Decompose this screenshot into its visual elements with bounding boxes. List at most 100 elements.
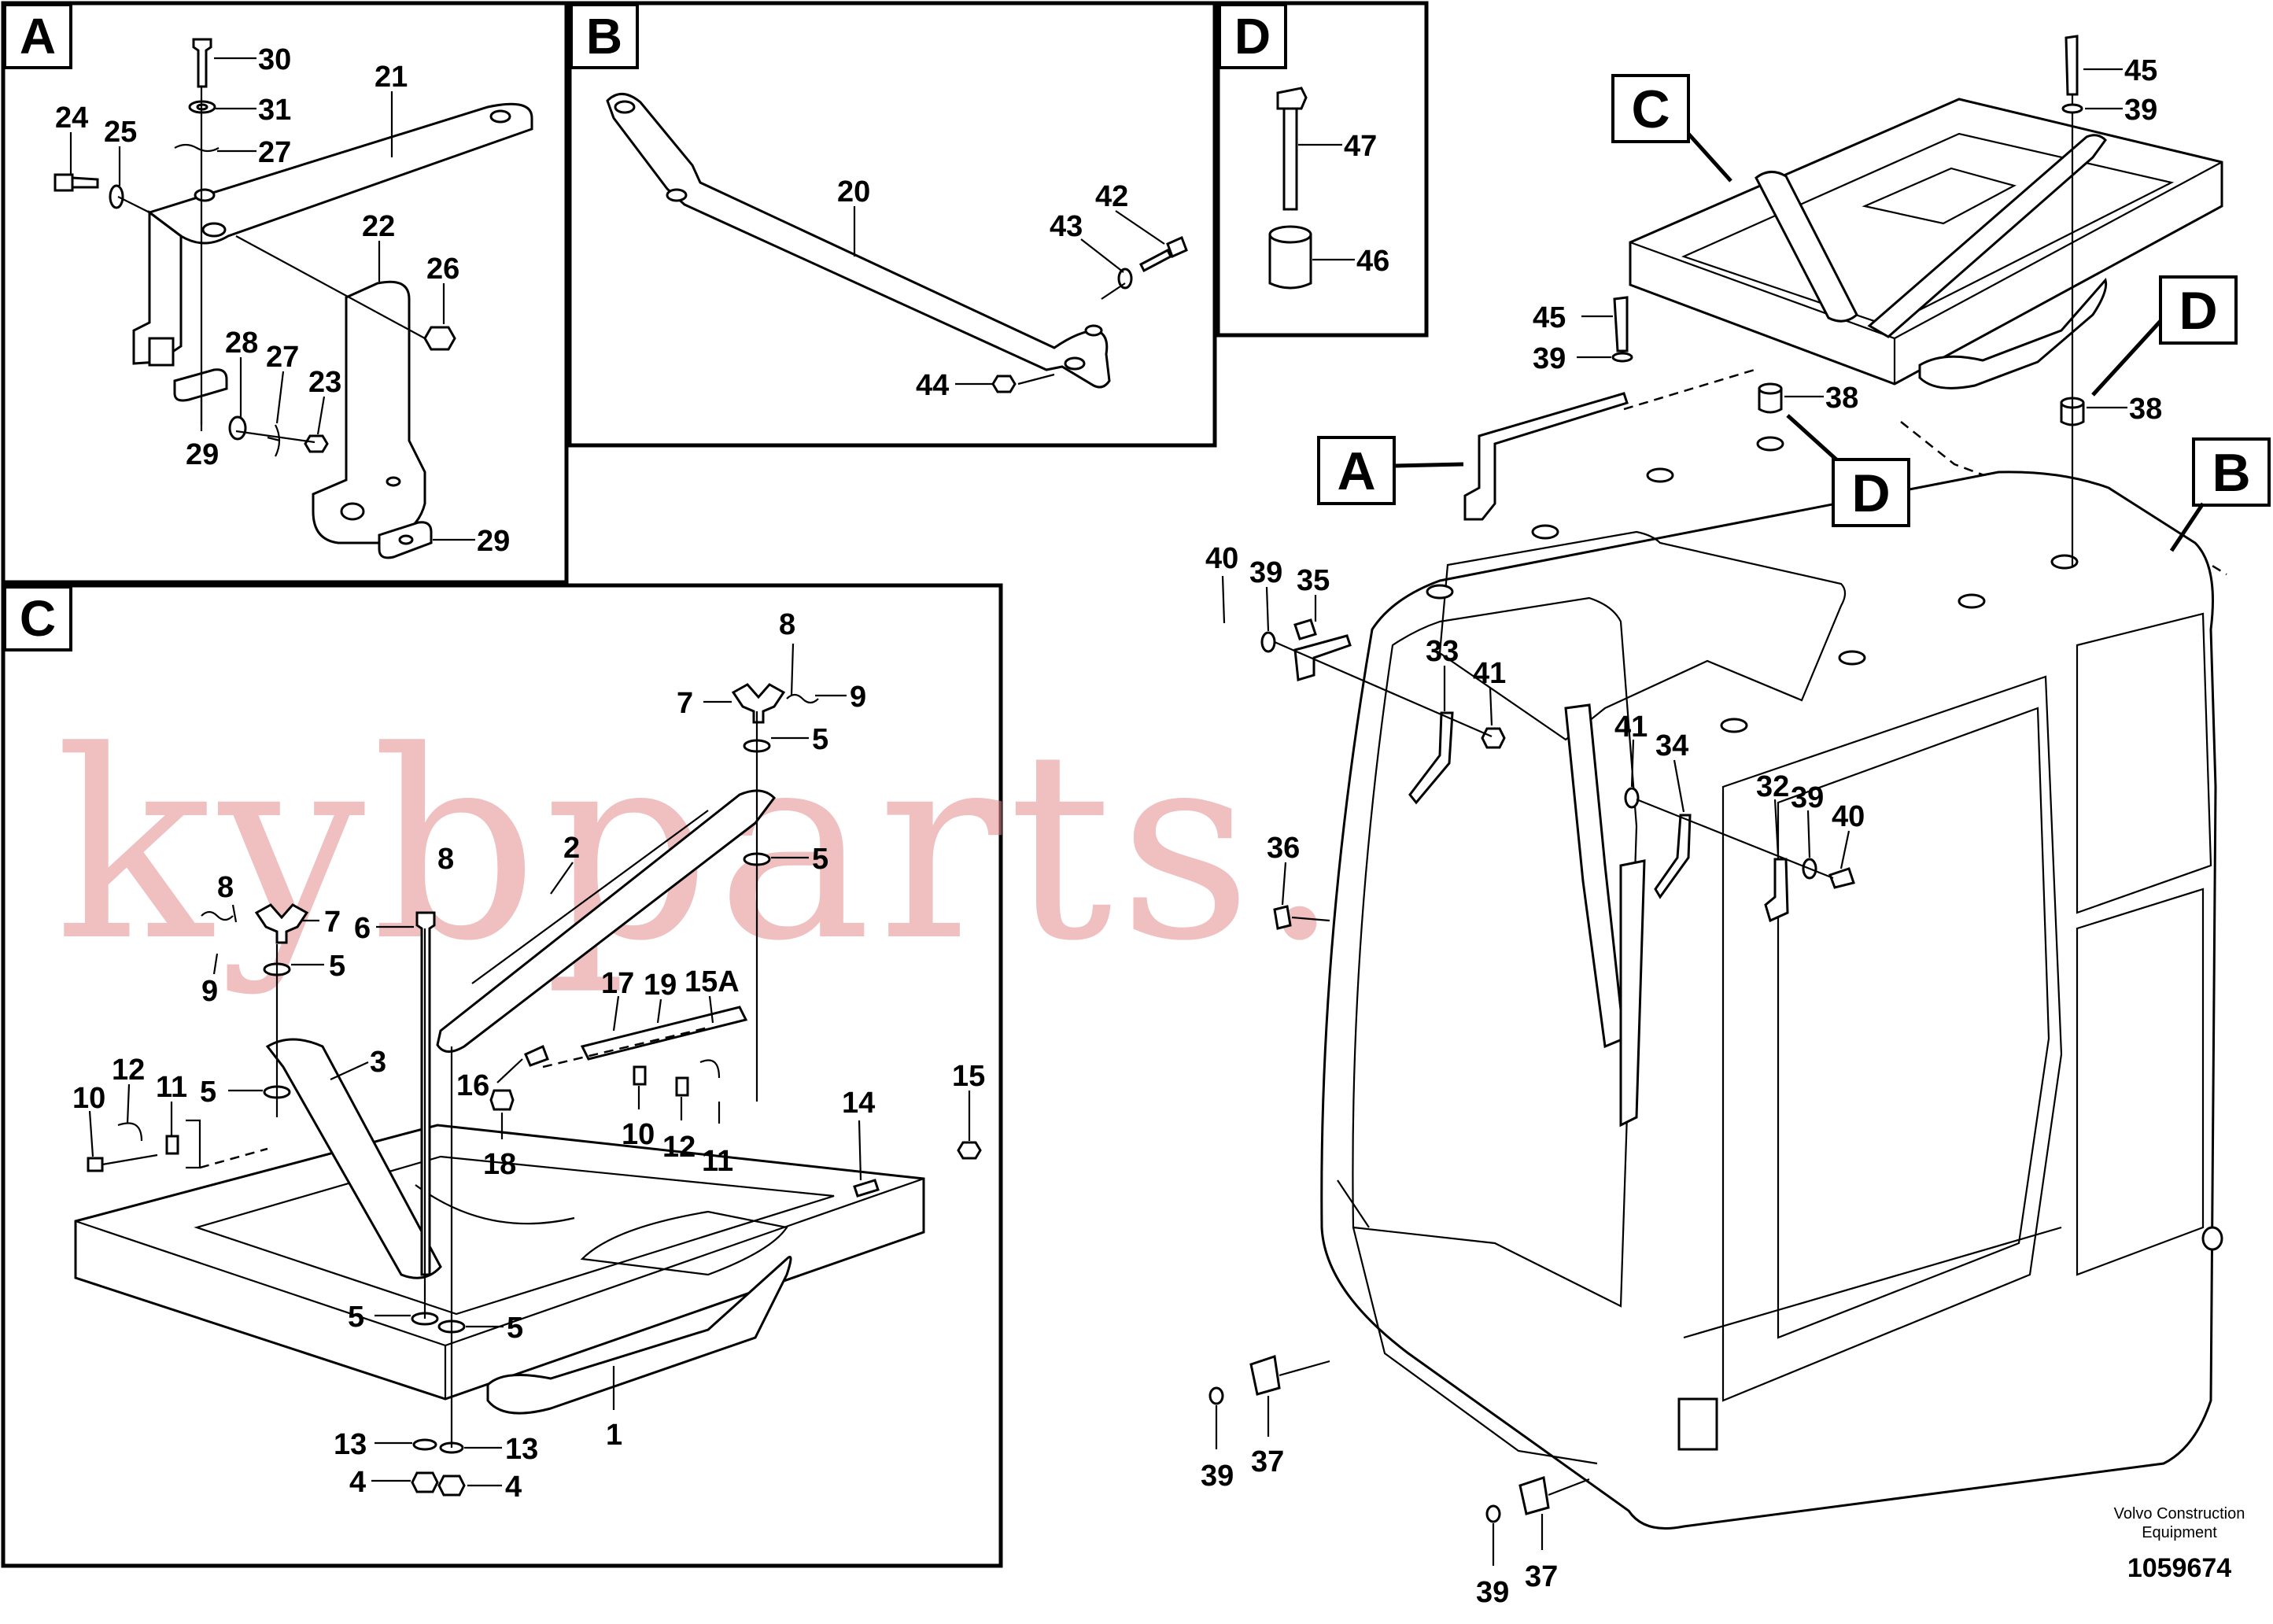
label-39c: 39 (1249, 556, 1282, 589)
label-c-17: 17 (601, 967, 634, 1000)
svg-text:C: C (20, 590, 56, 647)
panel-b-tag: B (570, 3, 639, 69)
panel-a-tag: A (3, 3, 72, 69)
label-c-9: 9 (850, 681, 866, 714)
label-39b: 39 (2124, 94, 2157, 127)
label-c-9b: 9 (201, 975, 218, 1008)
svg-text:B: B (2212, 443, 2250, 503)
label-40b: 40 (1832, 800, 1865, 833)
label-47: 47 (1344, 130, 1377, 163)
label-45b: 45 (2124, 54, 2157, 87)
label-41b: 41 (1614, 710, 1648, 744)
label-37b: 37 (1525, 1560, 1558, 1593)
panel-d-frame (1216, 1, 1429, 338)
svg-text:D: D (2179, 281, 2217, 341)
label-42: 42 (1095, 180, 1128, 213)
label-c-18: 18 (483, 1148, 516, 1181)
label-c-5f: 5 (507, 1312, 523, 1345)
label-43: 43 (1050, 210, 1083, 243)
svg-text:A: A (1337, 441, 1375, 501)
label-c-5e: 5 (348, 1301, 364, 1334)
panel-a-frame (1, 1, 569, 585)
label-22: 22 (362, 210, 395, 243)
label-28: 28 (225, 327, 258, 360)
label-c-13: 13 (334, 1428, 367, 1461)
label-39e: 39 (1201, 1460, 1234, 1493)
brand-line-2: Equipment (2142, 1524, 2217, 1541)
label-c-5c: 5 (329, 950, 345, 983)
main-cab-labels: 45 39 45 39 38 38 40 39 35 33 41 41 34 3… (1201, 54, 2162, 1609)
callout-d1: D (1786, 414, 1910, 527)
label-c-8: 8 (779, 608, 795, 641)
callout-c: C (1611, 74, 1732, 183)
label-44: 44 (916, 369, 949, 402)
panel-b-frame (567, 1, 1217, 448)
main-cab-drawing (1208, 35, 2227, 1530)
label-c-3: 3 (370, 1046, 386, 1079)
panel-d-labels: 47 46 (1298, 130, 1389, 278)
label-46: 46 (1356, 245, 1389, 278)
panel-b-labels: 20 42 43 44 (837, 175, 1165, 402)
panel-c-drawing (74, 683, 982, 1497)
label-c-5a: 5 (812, 723, 828, 756)
label-30: 30 (258, 43, 291, 76)
label-c-8c: 8 (217, 871, 234, 904)
label-c-2: 2 (563, 832, 580, 865)
label-45: 45 (1533, 301, 1566, 334)
callout-d2: D (2091, 275, 2238, 397)
label-39: 39 (1533, 342, 1566, 375)
label-c-15: 15 (952, 1060, 985, 1093)
document-number: 1059674 (2127, 1553, 2231, 1583)
panel-a-drawing (54, 38, 533, 559)
label-21: 21 (375, 61, 408, 94)
label-c-10b: 10 (622, 1118, 655, 1151)
panel-c-tag: C (3, 585, 72, 651)
label-c-13b: 13 (505, 1433, 538, 1466)
label-c-4: 4 (349, 1466, 366, 1499)
label-38: 38 (1825, 382, 1858, 415)
panel-d-drawing (1268, 87, 1312, 290)
svg-text:B: B (586, 8, 622, 65)
label-c-7b: 7 (324, 906, 341, 939)
label-35: 35 (1297, 564, 1330, 597)
svg-text:A: A (20, 8, 56, 65)
label-27b: 27 (266, 341, 299, 374)
label-c-12b: 12 (662, 1131, 696, 1164)
label-27: 27 (258, 136, 291, 169)
panel-a-labels: 30 31 27 21 24 25 22 26 28 27 23 29 29 (55, 43, 510, 558)
callout-b: B (2169, 437, 2271, 552)
label-c-12: 12 (112, 1054, 145, 1087)
label-c-19: 19 (644, 969, 677, 1002)
label-c-14: 14 (842, 1087, 875, 1120)
label-39f: 39 (1476, 1576, 1509, 1609)
callout-a: A (1317, 436, 1464, 505)
label-c-11b: 11 (702, 1145, 733, 1178)
label-c-6: 6 (354, 912, 371, 945)
label-31: 31 (258, 94, 291, 127)
label-c-10: 10 (72, 1082, 105, 1115)
label-c-16: 16 (456, 1069, 489, 1102)
label-c-5b: 5 (812, 843, 828, 876)
label-c-7: 7 (677, 687, 693, 720)
label-c-15a: 15A (684, 965, 740, 998)
panel-d-tag: D (1218, 3, 1287, 69)
label-20: 20 (837, 175, 870, 209)
label-39d: 39 (1791, 781, 1824, 814)
label-c-5d: 5 (200, 1076, 216, 1109)
label-29: 29 (186, 438, 219, 471)
svg-text:D: D (1234, 8, 1271, 65)
label-c-4b: 4 (505, 1471, 522, 1504)
panel-b-drawing (606, 93, 1188, 393)
label-36: 36 (1267, 832, 1300, 865)
panel-c-labels: 8 7 9 5 5 2 8 6 8 7 9 5 3 17 19 15A 12 1… (72, 608, 985, 1504)
label-37: 37 (1251, 1445, 1284, 1478)
label-33: 33 (1426, 635, 1459, 668)
svg-text:D: D (1851, 463, 1890, 523)
label-25: 25 (104, 116, 137, 149)
label-26: 26 (426, 253, 459, 286)
label-40: 40 (1205, 542, 1238, 575)
label-38b: 38 (2129, 393, 2162, 426)
label-c-1: 1 (606, 1419, 622, 1452)
label-24: 24 (55, 102, 88, 135)
brand-line-1: Volvo Construction (2114, 1505, 2245, 1522)
